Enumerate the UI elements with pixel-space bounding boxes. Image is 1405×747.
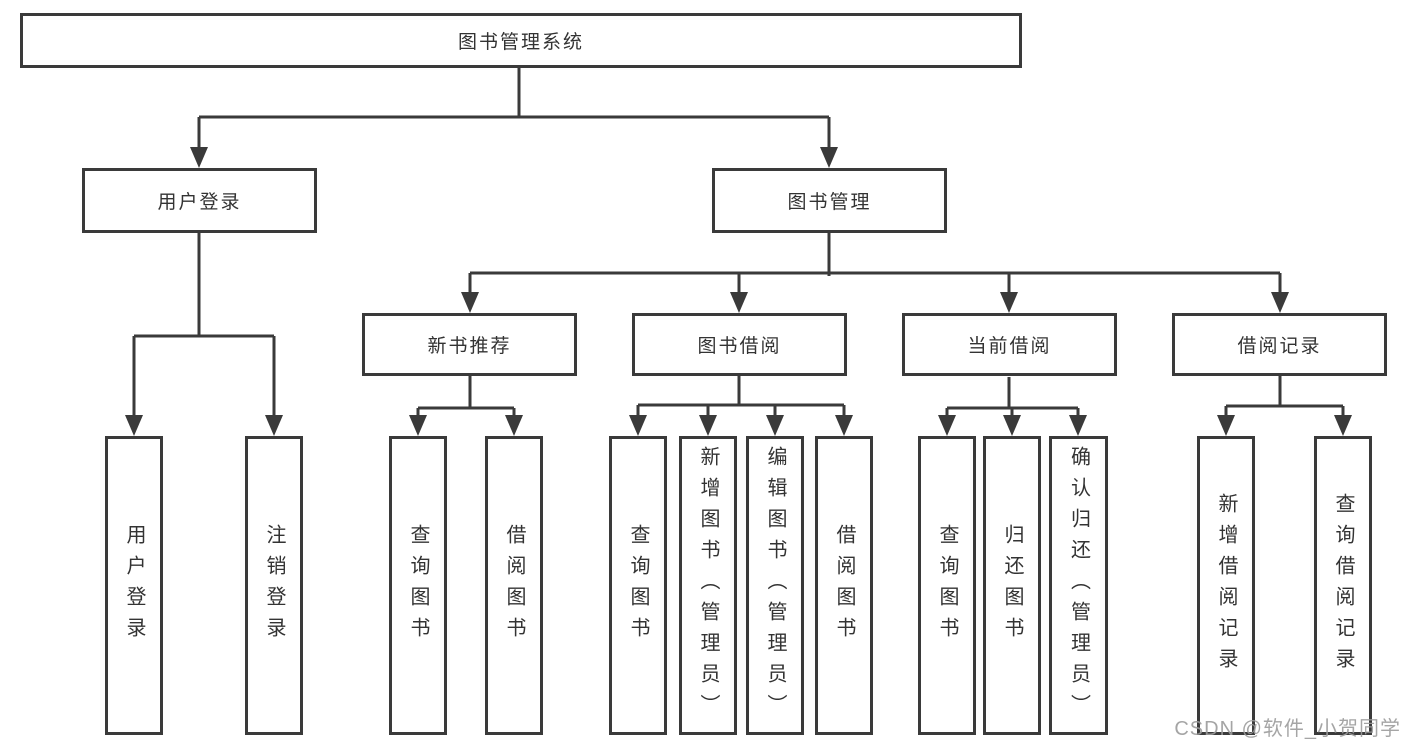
node-borrow-records: 借阅记录	[1172, 313, 1387, 376]
node-book-management: 图书管理	[712, 168, 947, 233]
csdn-watermark: CSDN @软件_小贺同学	[1174, 718, 1401, 740]
leaf-recommend-query-books-label: 查询图书	[407, 523, 429, 648]
leaf-logout: 注销登录	[245, 436, 303, 735]
leaf-recommend-borrow-books-label: 借阅图书	[503, 523, 525, 648]
node-new-book-recommend-label: 新书推荐	[427, 336, 512, 357]
leaf-borrow-query-books-label: 查询图书	[627, 523, 649, 648]
leaf-logout-label: 注销登录	[263, 523, 285, 648]
leaf-user-login-label: 用户登录	[123, 523, 145, 648]
leaf-edit-books-admin: 编辑图书（管理员）	[746, 436, 804, 735]
leaf-add-borrow-record: 新增借阅记录	[1197, 436, 1255, 735]
node-book-management-label: 图书管理	[787, 192, 872, 213]
leaf-borrow-books: 借阅图书	[815, 436, 873, 735]
leaf-borrow-query-books: 查询图书	[609, 436, 667, 735]
node-book-borrow-label: 图书借阅	[697, 336, 782, 357]
node-root: 图书管理系统	[20, 13, 1022, 68]
leaf-recommend-borrow-books: 借阅图书	[485, 436, 543, 735]
leaf-confirm-return-admin-label: 确认归还（管理员）	[1067, 446, 1090, 725]
leaf-add-books-admin-label: 新增图书（管理员）	[697, 446, 719, 725]
node-root-label: 图书管理系统	[457, 32, 584, 53]
leaf-recommend-query-books: 查询图书	[389, 436, 447, 735]
leaf-add-books-admin: 新增图书（管理员）	[679, 436, 737, 735]
leaf-user-login: 用户登录	[105, 436, 163, 735]
leaf-confirm-return-admin: 确认归还（管理员）	[1049, 436, 1108, 735]
leaf-current-query-books-label: 查询图书	[936, 523, 958, 648]
node-user-login: 用户登录	[82, 168, 317, 233]
node-book-borrow: 图书借阅	[632, 313, 847, 376]
arrowheads	[125, 147, 1352, 436]
leaf-query-borrow-record: 查询借阅记录	[1314, 436, 1372, 735]
node-current-borrow-label: 当前借阅	[967, 336, 1052, 357]
leaf-return-books: 归还图书	[983, 436, 1041, 735]
node-borrow-records-label: 借阅记录	[1237, 336, 1322, 357]
leaf-add-borrow-record-label: 新增借阅记录	[1215, 492, 1237, 679]
node-new-book-recommend: 新书推荐	[362, 313, 577, 376]
node-user-login-label: 用户登录	[157, 192, 242, 213]
leaf-edit-books-admin-label: 编辑图书（管理员）	[764, 446, 786, 725]
leaf-borrow-books-label: 借阅图书	[833, 523, 855, 648]
leaf-query-borrow-record-label: 查询借阅记录	[1332, 492, 1354, 679]
node-current-borrow: 当前借阅	[902, 313, 1117, 376]
leaf-return-books-label: 归还图书	[1001, 523, 1023, 648]
leaf-current-query-books: 查询图书	[918, 436, 976, 735]
